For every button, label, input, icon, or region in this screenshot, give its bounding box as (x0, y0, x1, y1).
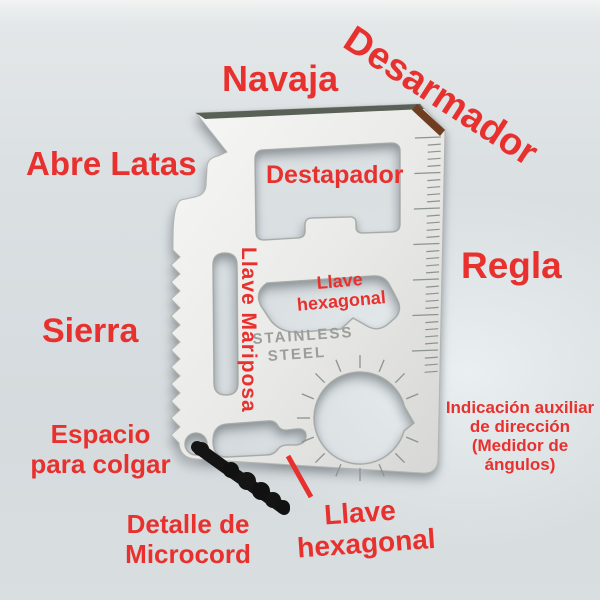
microcord (191, 441, 290, 515)
label-line: Espacio (50, 419, 151, 449)
label-destapador: Destapador (266, 161, 404, 189)
label-sierra: Sierra (42, 312, 139, 350)
label-line: (Medidor de (471, 436, 569, 455)
engraving-stainless-steel: STAINLESS STEEL (252, 324, 355, 367)
label-line: Microcord (125, 539, 251, 569)
label-abre-latas: Abre Latas (26, 145, 197, 182)
label-line: ángulos) (484, 455, 556, 474)
label-line: Indicación auxiliar (445, 398, 595, 417)
label-llave-mariposa: Llave Mariposa (237, 247, 261, 413)
screwdriver-corner-bevel (412, 104, 445, 136)
knife-edge (196, 104, 424, 119)
label-navaja: Navaja (222, 58, 339, 99)
pointer-line-hex (285, 454, 314, 499)
label-indicacion-auxiliar: Indicación auxiliar de dirección (Medido… (441, 398, 599, 474)
label-llave-hexagonal-bottom: Llave hexagonal (294, 493, 436, 564)
label-regla: Regla (461, 245, 562, 286)
label-espacio-para-colgar: Espacio para colgar (28, 419, 173, 479)
ruler-ticks (411, 136, 441, 373)
cutout-edges (184, 142, 416, 465)
label-line: Detalle de (126, 509, 250, 539)
label-line: de dirección (469, 417, 571, 436)
label-detalle-microcord: Detalle de Microcord (118, 509, 258, 569)
label-line: para colgar (30, 449, 171, 479)
angle-gauge-ticks (297, 355, 419, 481)
